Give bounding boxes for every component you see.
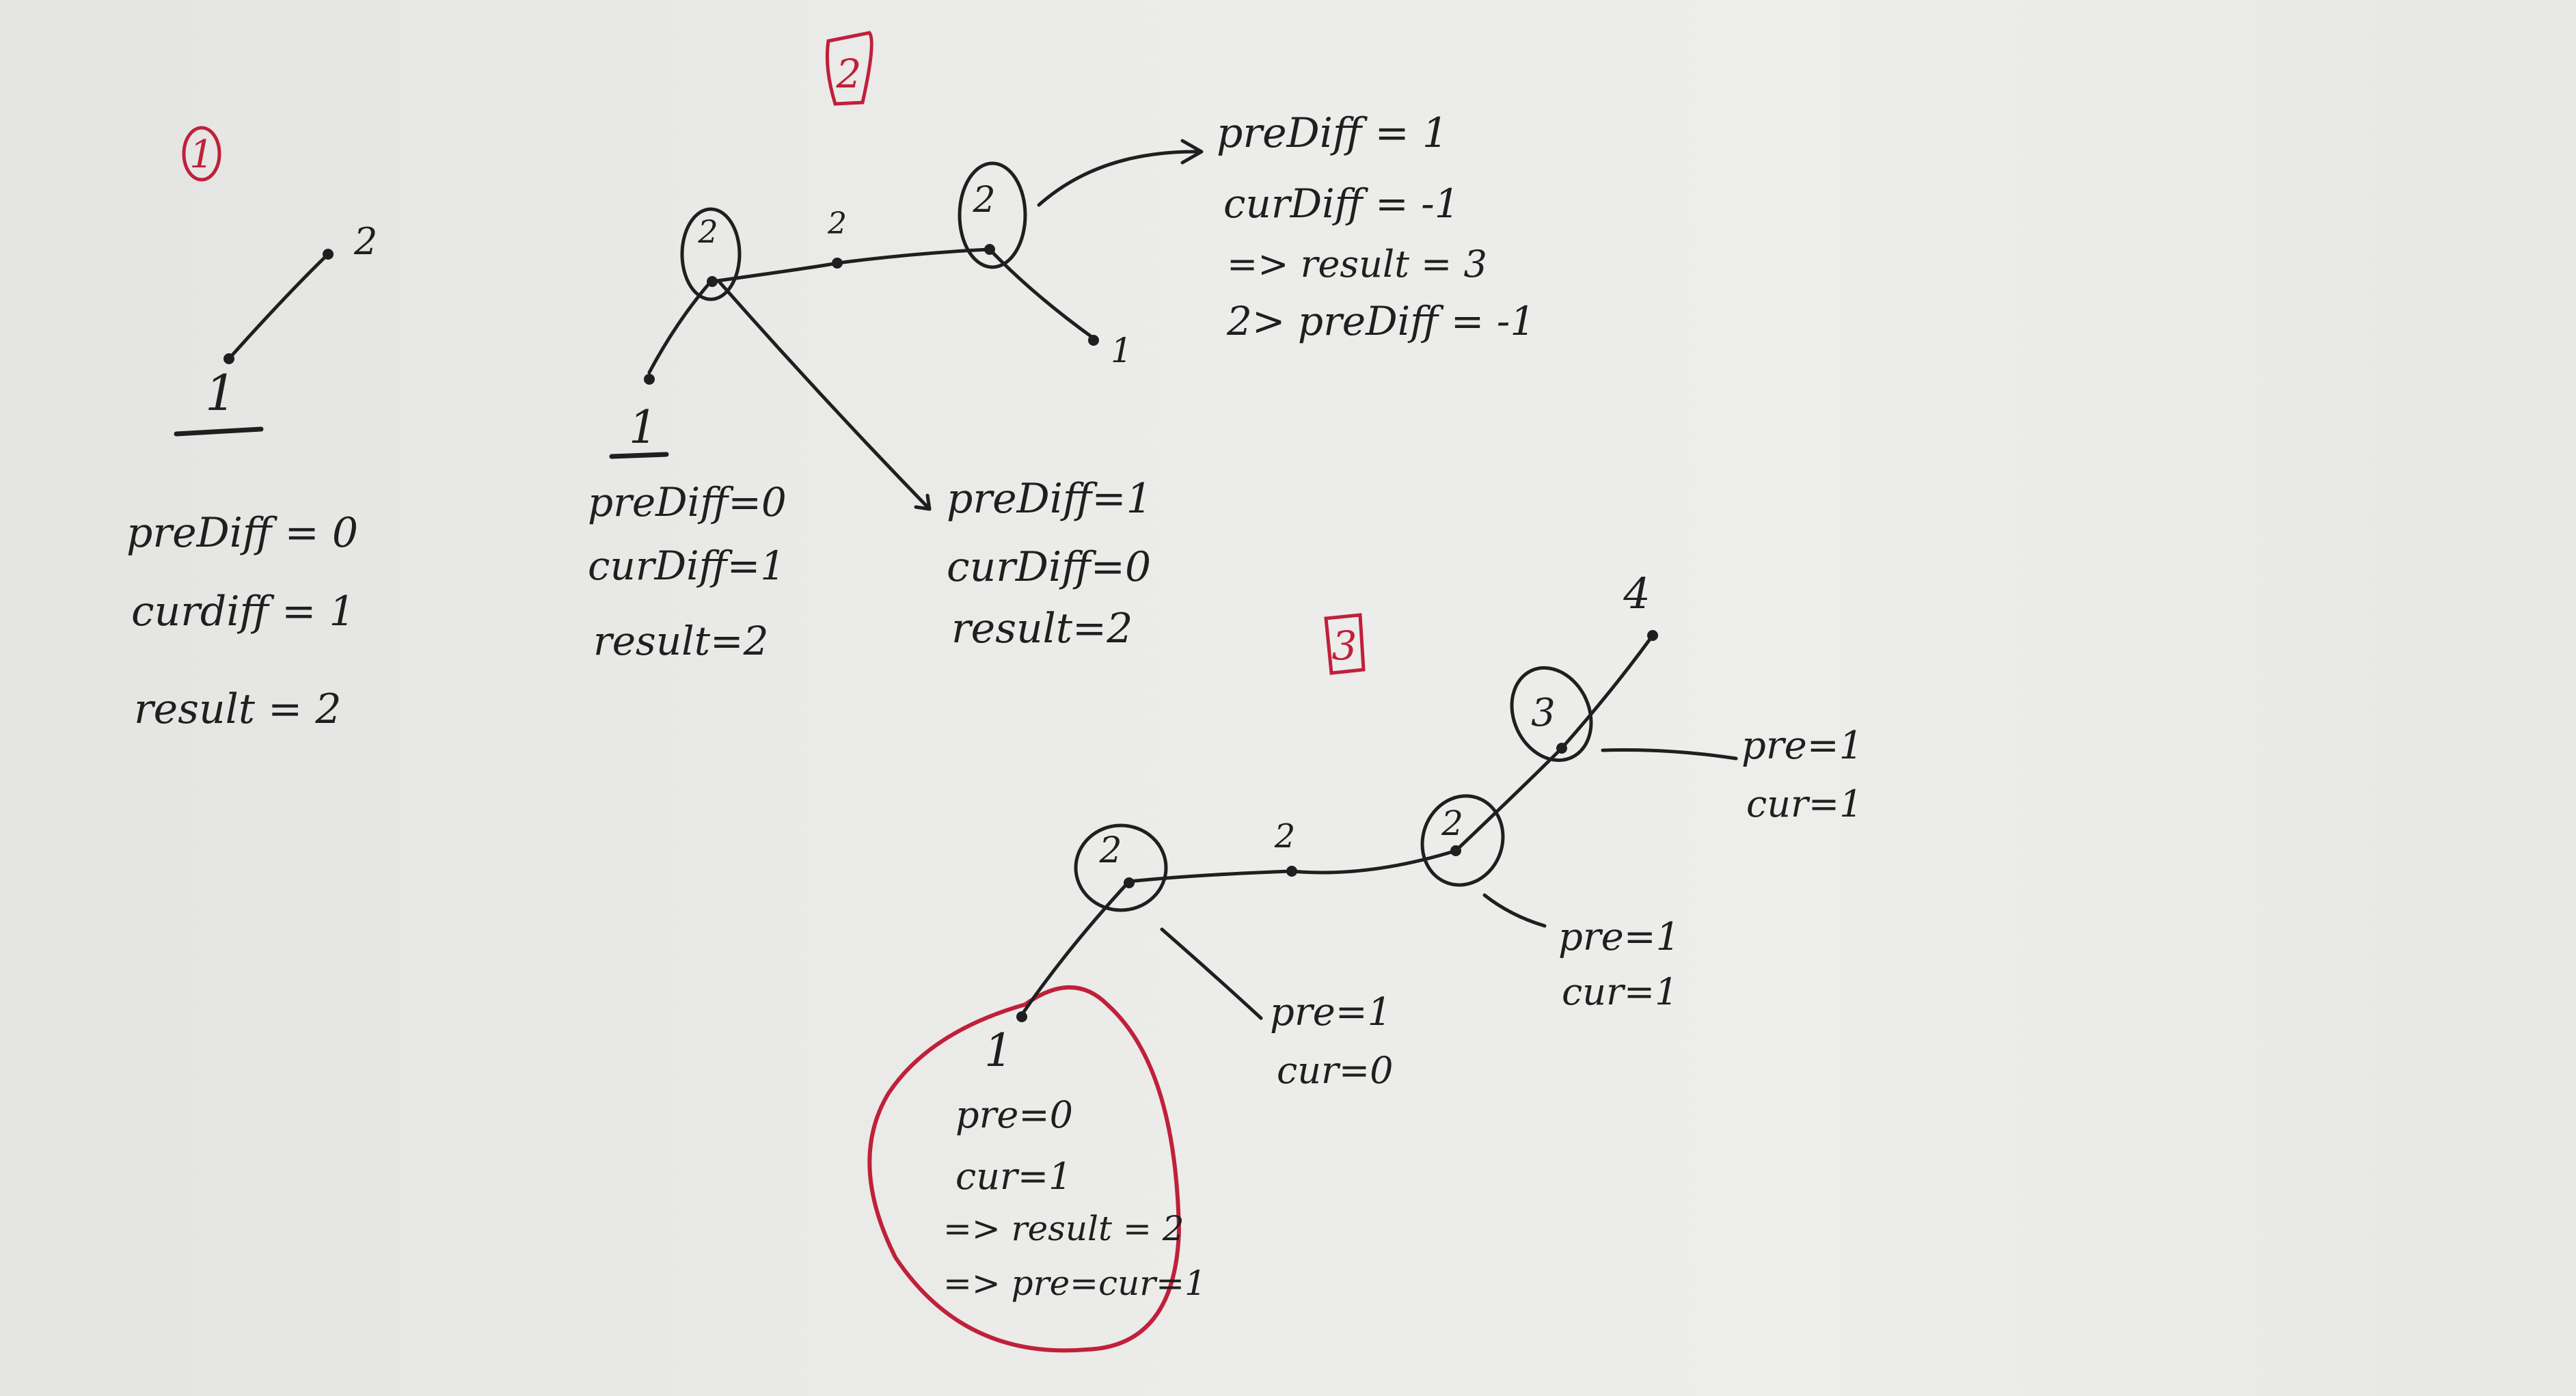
node-label-2a: 2 <box>697 213 718 250</box>
s2-right-note-3: 2> preDiff = -1 <box>1226 298 1535 344</box>
node-label-2b: 2 <box>972 180 995 221</box>
node-label-1: 1 <box>205 364 236 422</box>
s3-mid-note-1: cur=0 <box>1277 1049 1393 1092</box>
point-4 <box>1647 630 1658 641</box>
section-1-marker: 1 <box>189 133 214 177</box>
node-label-1b: 1 <box>1111 331 1133 370</box>
point-2c <box>1286 866 1297 877</box>
s3-right-high-note-0: pre=1 <box>1741 724 1863 768</box>
point-1b <box>1088 335 1099 346</box>
edge-2a-1 <box>647 279 713 374</box>
arrow-head-mid <box>914 493 932 511</box>
edge-2a-2b <box>710 247 992 284</box>
arrow-head-right <box>1180 139 1204 165</box>
point-2c <box>832 258 843 269</box>
underline <box>174 426 264 437</box>
point-2 <box>323 249 334 260</box>
s2-left-note-1: curDiff=1 <box>588 543 785 589</box>
s1-note-0: preDiff = 0 <box>126 509 358 557</box>
section-1: 1 2 1 preDiff = 0 curdiff = 1 result = 2 <box>126 126 377 733</box>
section-1-marker-circle <box>182 126 221 182</box>
arrow-to-mid-notes <box>717 279 932 511</box>
section-3-marker: 3 <box>1332 622 1357 669</box>
point-1 <box>1016 1011 1027 1022</box>
section-2-marker: 2 <box>836 51 862 97</box>
point-3 <box>1556 743 1567 754</box>
s1-note-2: result = 2 <box>134 685 342 733</box>
point-1 <box>223 353 234 364</box>
edge-2a-1 <box>1020 879 1131 1017</box>
s3-red-note-3: => pre=cur=1 <box>943 1263 1206 1303</box>
s3-mid-note-0: pre=1 <box>1270 990 1392 1035</box>
s2-left-note-0: preDiff=0 <box>588 479 787 525</box>
s3-red-note-0: pre=0 <box>955 1093 1073 1136</box>
s2-right-note-2: => result = 3 <box>1227 243 1487 286</box>
edge-2a-notes <box>1160 927 1263 1020</box>
s3-right-low-note-1: cur=1 <box>1562 970 1678 1013</box>
node-circle-2b <box>1420 794 1505 887</box>
section-3-marker-box <box>1324 613 1366 675</box>
s2-right-note-0: preDiff = 1 <box>1217 109 1448 157</box>
point-2a <box>707 276 718 287</box>
point-2a <box>1124 877 1135 888</box>
arrow-to-right-notes <box>1037 150 1202 207</box>
s3-red-note-1: cur=1 <box>955 1155 1072 1198</box>
node-label-2a: 2 <box>1098 830 1122 871</box>
node-label-3: 3 <box>1531 691 1556 735</box>
s2-left-note-2: result=2 <box>593 618 769 664</box>
point-2b <box>984 244 995 255</box>
section-3: 3 2 2 2 3 4 1 pre=0 cur=1 => result = 2 … <box>867 569 1863 1353</box>
edge-2b-notes <box>1482 893 1547 928</box>
point-1a <box>644 374 655 385</box>
s2-right-note-1: curDiff = -1 <box>1223 180 1460 227</box>
node-circle-2a <box>680 207 742 301</box>
edge-1-2 <box>227 252 330 361</box>
s2-mid-note-1: curDiff=0 <box>947 543 1151 591</box>
s2-mid-note-0: preDiff=1 <box>947 475 1152 523</box>
red-highlight-loop <box>867 985 1182 1353</box>
section-2: 2 2 2 2 1 1 preDiff=0 curDiff=1 result=2… <box>588 31 1535 664</box>
node-circle-2b <box>958 161 1027 269</box>
node-label-2c: 2 <box>1274 817 1296 856</box>
edge-2b-1 <box>988 247 1096 340</box>
section-2-marker-box <box>825 31 873 106</box>
s3-right-low-note-0: pre=1 <box>1558 915 1680 959</box>
node-label-2: 2 <box>353 220 377 263</box>
node-label-2b: 2 <box>1441 804 1463 843</box>
edge-3-notes <box>1601 748 1738 761</box>
node-label-1a: 1 <box>629 401 657 454</box>
node-circle-3 <box>1510 666 1593 763</box>
node-label-1: 1 <box>984 1024 1013 1077</box>
node-label-4: 4 <box>1623 569 1650 618</box>
s2-mid-note-2: result=2 <box>951 605 1133 653</box>
node-label-2c: 2 <box>827 206 847 241</box>
s3-right-high-note-1: cur=1 <box>1746 782 1862 825</box>
s1-note-1: curdiff = 1 <box>131 588 355 635</box>
underline-1a <box>609 452 669 459</box>
node-circle-2a <box>1074 823 1168 912</box>
s3-red-note-2: => result = 2 <box>943 1209 1184 1248</box>
point-2b <box>1450 845 1461 856</box>
